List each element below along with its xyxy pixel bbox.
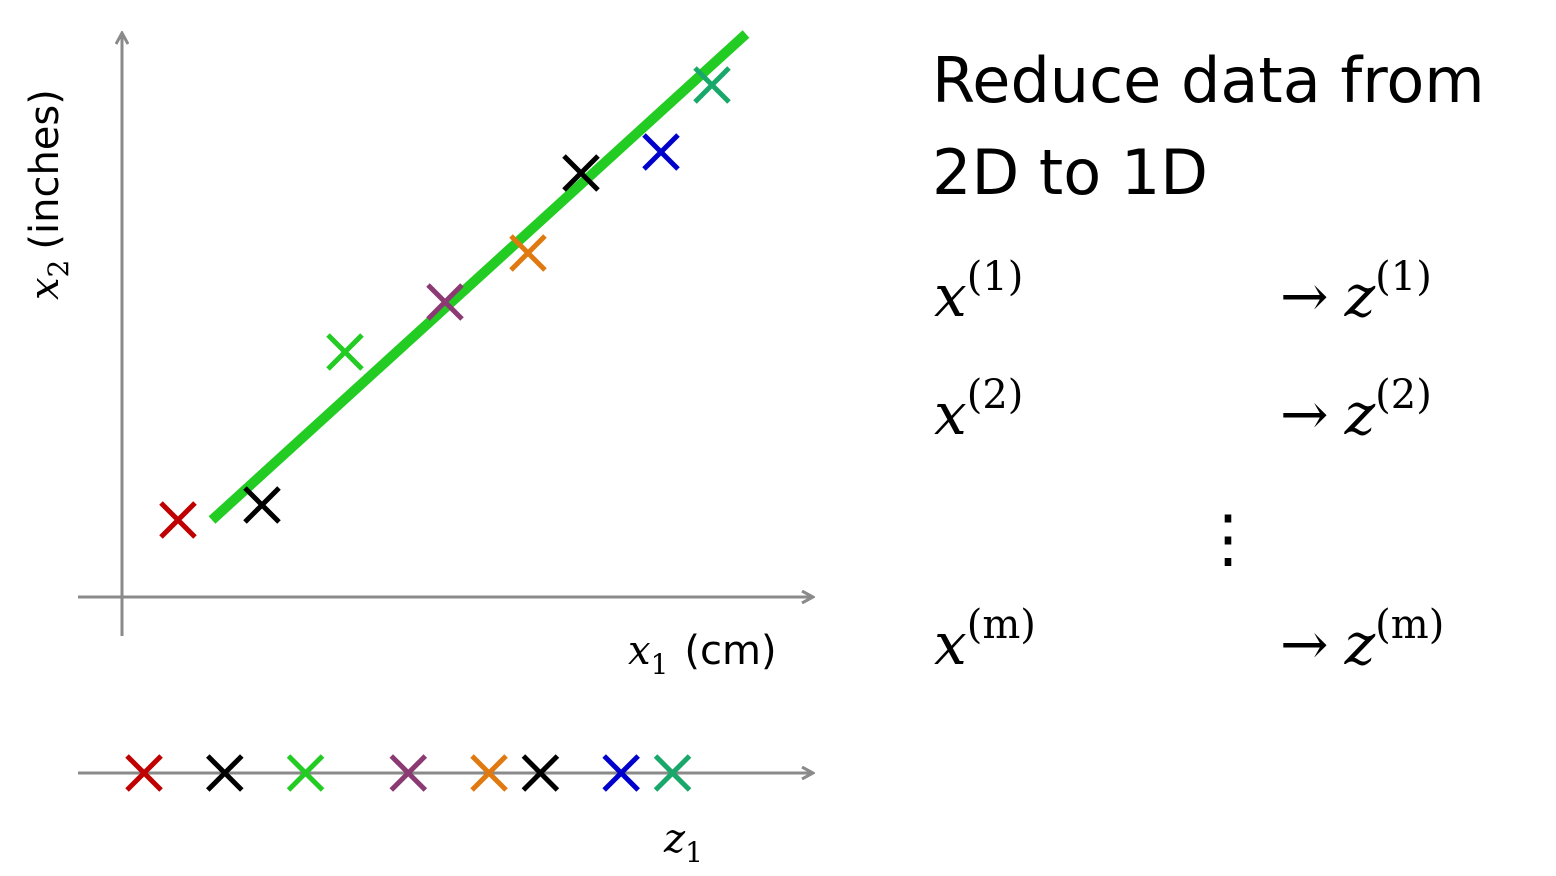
y-axis-label: x2 (inches): [22, 89, 75, 300]
x-axis-var: x: [628, 628, 651, 674]
data-point-5: [509, 234, 547, 272]
projected-point-7: [602, 754, 640, 792]
heading-line-2: 2D to 1D: [932, 136, 1208, 209]
mapping-row-2: x(2) →z(2): [934, 372, 1432, 448]
lhs-var: x: [934, 262, 967, 330]
rhs-var: z: [1344, 380, 1376, 448]
projected-point-6: [521, 754, 560, 792]
svg-text:→z(1): →z(1): [1280, 254, 1432, 330]
projected-point-3: [286, 754, 325, 792]
rhs-sup: (1): [1375, 254, 1432, 300]
data-point-7: [642, 133, 680, 171]
svg-text:→z(2): →z(2): [1280, 372, 1432, 448]
z-axis-var: z: [663, 816, 686, 862]
rhs-sup: (2): [1375, 372, 1432, 418]
z-axis-label: z1: [663, 816, 703, 869]
data-point-4: [426, 283, 464, 321]
y-axis-unit: (inches): [22, 89, 68, 249]
rhs-sup: (m): [1375, 602, 1444, 648]
projected-point-2: [206, 754, 244, 792]
projected-points: [125, 754, 692, 792]
projected-point-8: [653, 754, 692, 792]
z-axis-sub: 1: [685, 836, 703, 869]
projected-point-4: [389, 754, 428, 792]
lhs-sup: (m): [967, 602, 1036, 648]
svg-text:x(2): x(2): [934, 372, 1023, 448]
svg-text:x(m): x(m): [934, 602, 1036, 678]
x-axis-label: x1 (cm): [628, 628, 777, 681]
data-point-6: [562, 154, 600, 192]
y-axis-sub: 2: [42, 260, 75, 278]
projected-point-1: [125, 754, 163, 792]
data-point-8: [693, 66, 731, 104]
data-point-3: [326, 333, 364, 371]
lhs-var: x: [934, 610, 967, 678]
mapping-row-1: x(1) →z(1): [934, 254, 1432, 330]
data-point-2: [243, 486, 281, 524]
lhs-sup: (1): [967, 254, 1024, 300]
data-points: [159, 66, 731, 539]
vertical-ellipsis: ⋮: [1196, 502, 1260, 576]
rhs-var: z: [1344, 610, 1376, 678]
arrow: →: [1280, 262, 1329, 330]
projection-line: [208, 30, 750, 524]
svg-text:x(1): x(1): [934, 254, 1023, 330]
x-axis-unit: (cm): [684, 628, 776, 674]
rhs-var: z: [1344, 262, 1376, 330]
x-axis-sub: 1: [651, 648, 669, 681]
mapping-row-m: x(m) →z(m): [934, 602, 1444, 678]
lhs-sup: (2): [967, 372, 1024, 418]
y-axis-var: x: [22, 277, 68, 300]
heading-line-1: Reduce data from: [932, 44, 1485, 117]
data-point-1: [159, 501, 197, 539]
arrow: →: [1280, 610, 1329, 678]
lhs-var: x: [934, 380, 967, 448]
svg-text:→z(m): →z(m): [1280, 602, 1444, 678]
projected-point-5: [470, 754, 508, 792]
arrow: →: [1280, 380, 1329, 448]
